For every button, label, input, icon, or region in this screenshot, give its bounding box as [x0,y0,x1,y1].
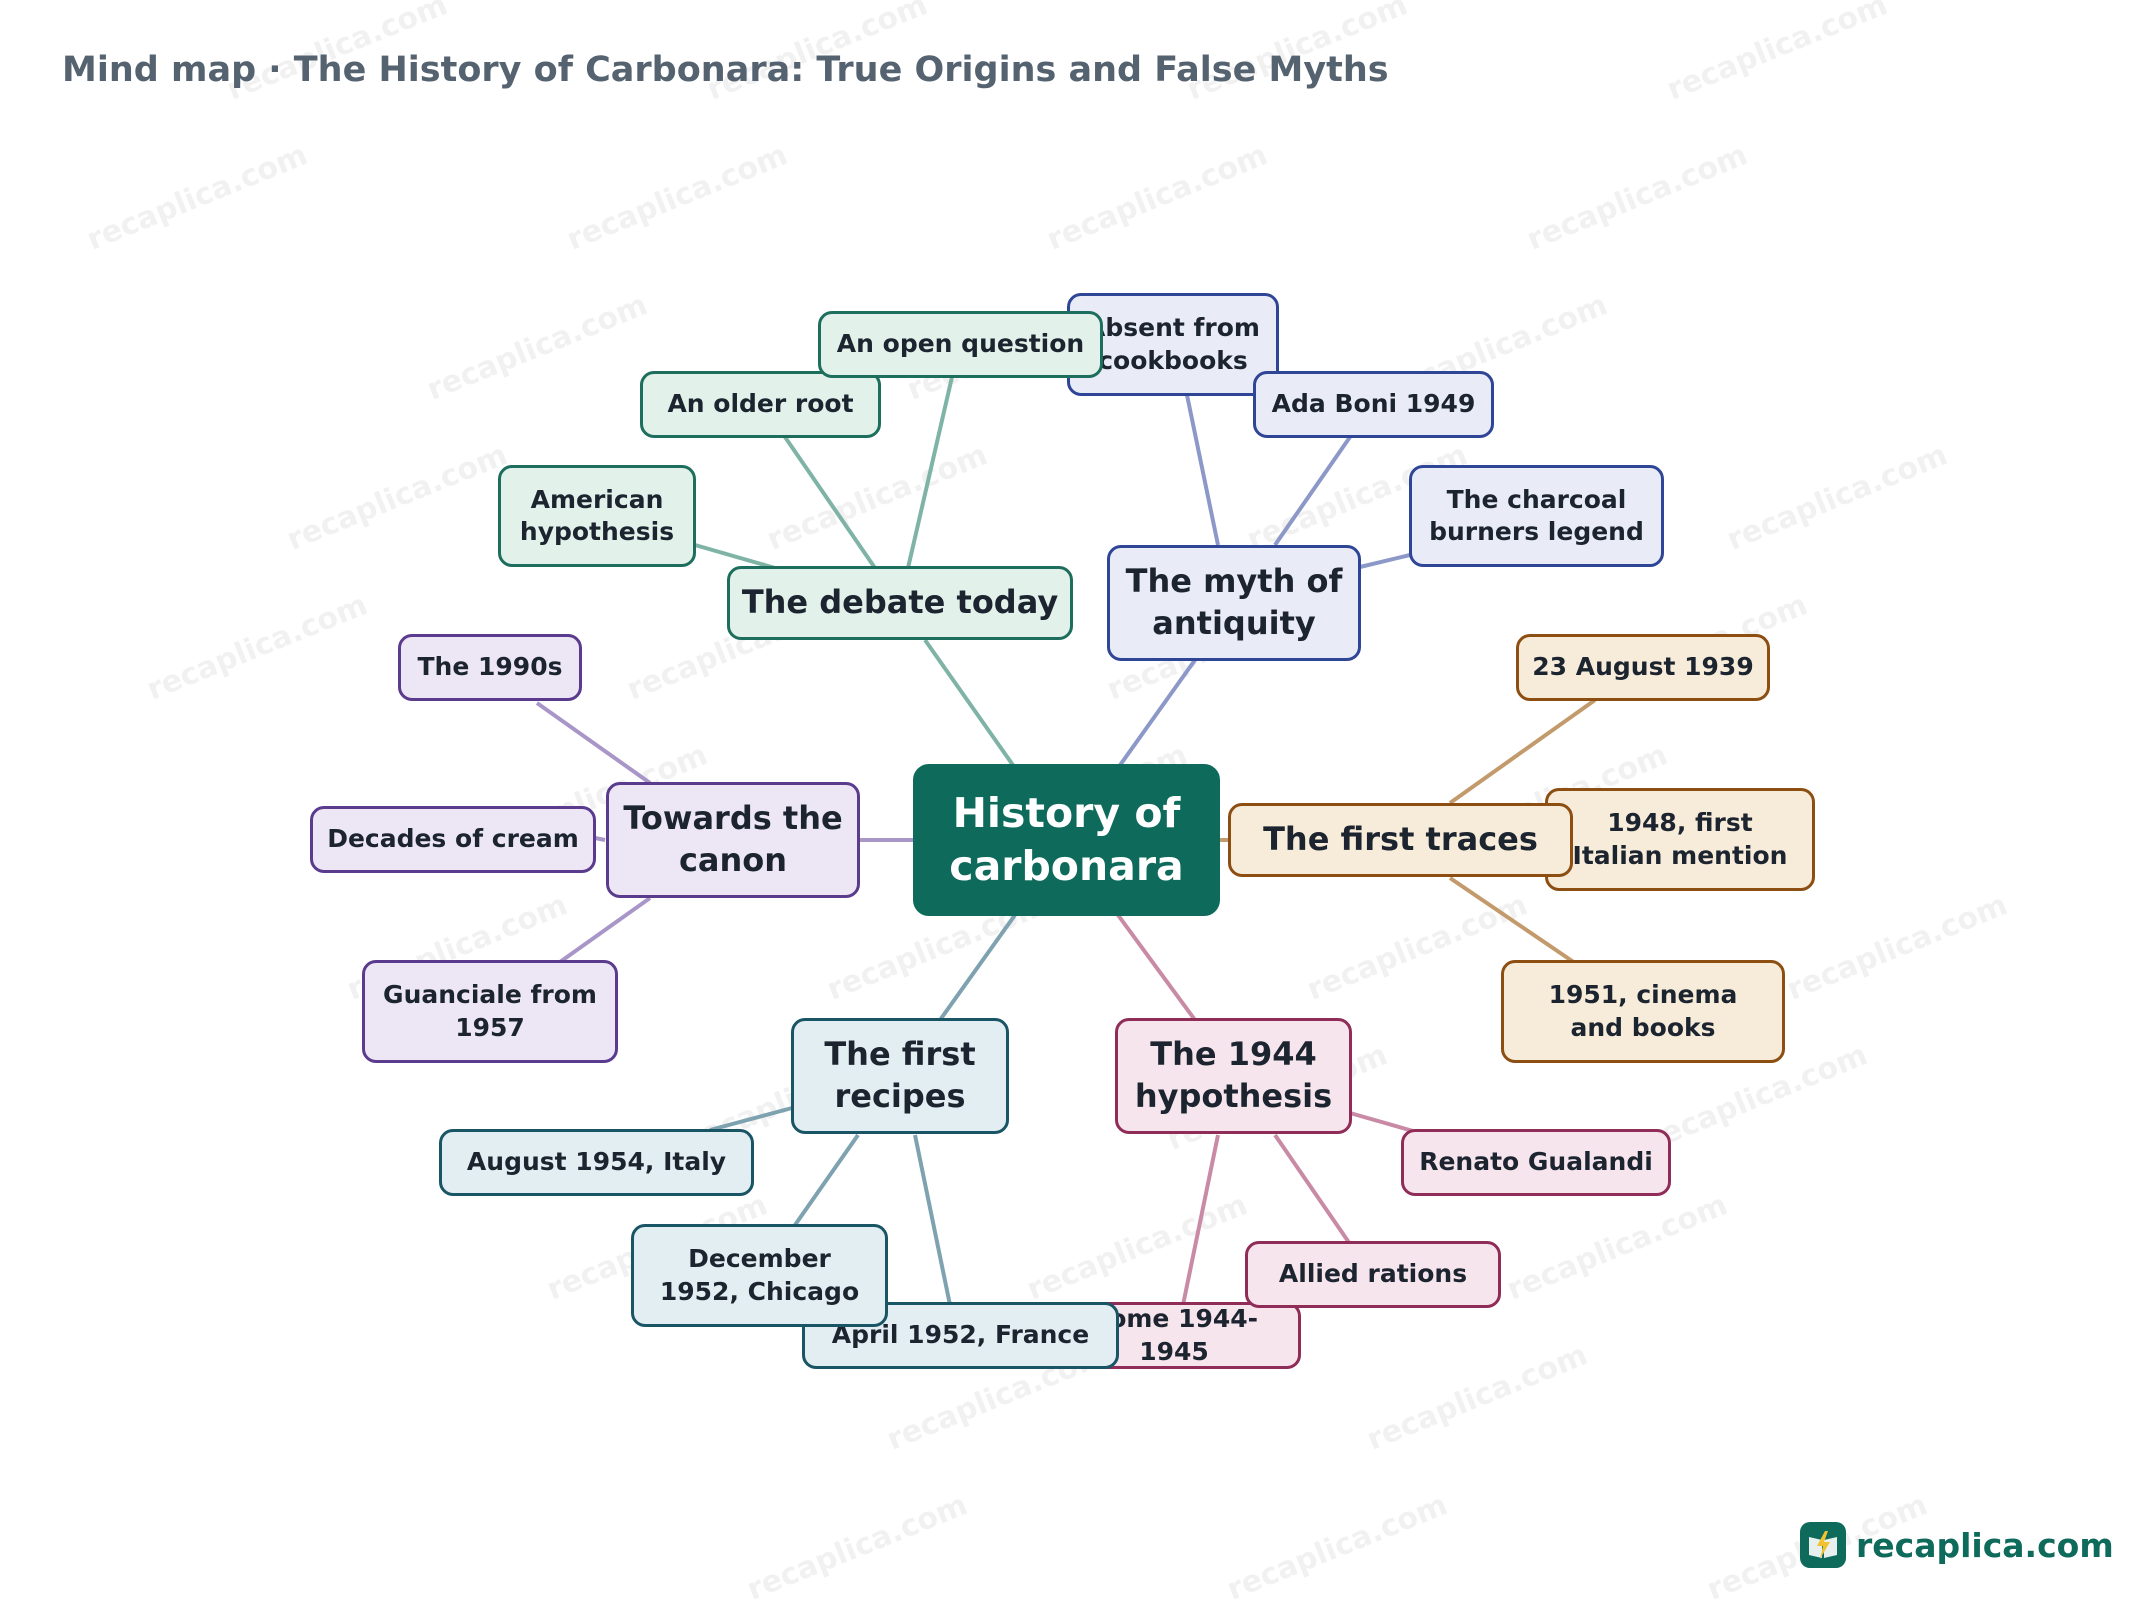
connector-debate-open [906,376,954,569]
branch-towards-the-canon: Towards the canon [606,782,860,898]
connector-canon-cream [594,836,606,842]
lightning-book-icon [1800,1522,1846,1568]
connector-canon-1990s [535,701,652,785]
leaf-an-older-root: An older root [640,371,881,438]
leaf-1951-cinema-and-books: 1951, cinema and books [1501,960,1785,1063]
connector-hypothesis-rome [1181,1134,1220,1306]
connector-recipes-april [913,1134,952,1306]
leaf-american-hypothesis: American hypothesis [498,465,696,567]
connector-traces-1951 [1448,876,1577,965]
connector-myth-charcoal [1359,553,1411,569]
brand-name: recaplica.com [1856,1525,2114,1565]
leaf-allied-rations: Allied rations [1245,1241,1501,1308]
leaf-guanciale-from-1957: Guanciale from 1957 [362,960,618,1063]
connector-debate-american [694,543,776,570]
branch-myth-of-antiquity: The myth of antiquity [1107,545,1361,661]
branch-first-traces: The first traces [1228,803,1573,877]
connector-myth-ada [1273,435,1352,547]
leaf-1948-first-italian-mention: 1948, first Italian mention [1545,788,1815,891]
connector-myth-absent [1185,394,1220,546]
connector-root-hypothesis [1116,913,1197,1022]
leaf-23-august-1939: 23 August 1939 [1516,634,1770,701]
leaf-august-1954-italy: August 1954, Italy [439,1129,754,1196]
connector-root-myth [1116,658,1197,770]
branch-1944-hypothesis: The 1944 hypothesis [1115,1018,1352,1134]
leaf-renato-gualandi: Renato Gualandi [1401,1129,1671,1196]
root-node: History of carbonara [913,764,1220,916]
branch-first-recipes: The first recipes [791,1018,1009,1134]
connector-debate-older [783,435,877,570]
leaf-ada-boni-1949: Ada Boni 1949 [1253,371,1494,438]
connector-hypothesis-rations [1273,1133,1352,1246]
connector-traces-1939 [1448,698,1597,805]
leaf-an-open-question: An open question [818,311,1103,378]
connector-recipes-august [709,1106,793,1132]
connector-root-recipes [938,913,1017,1022]
leaf-charcoal-burners-legend: The charcoal burners legend [1409,465,1664,567]
leaf-december-1952-chicago: December 1952, Chicago [631,1224,888,1327]
branch-debate-today: The debate today [727,566,1073,640]
leaf-decades-of-cream: Decades of cream [310,806,596,873]
page-title: Mind map · The History of Carbonara: Tru… [62,50,1389,90]
connector-root-debate [923,638,1017,770]
brand-logo[interactable]: recaplica.com [1800,1522,2114,1568]
connector-canon-guanciale [558,896,652,964]
connector-recipes-december [793,1133,860,1227]
leaf-the-1990s: The 1990s [398,634,582,701]
